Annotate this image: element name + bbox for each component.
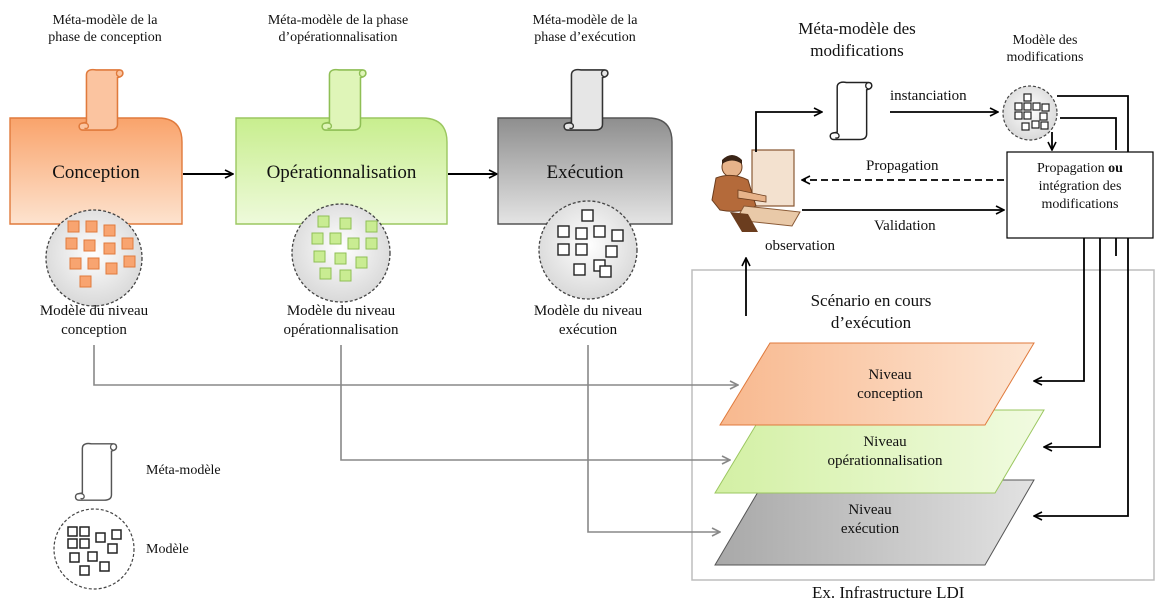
box-line3: modifications: [1041, 197, 1119, 212]
label-infrastructure: Ex. Infrastructure LDI: [812, 583, 965, 602]
arrow-model-operationnalisation-to-level: [340, 345, 730, 460]
phase-operationnalisation: [235, 68, 448, 303]
label-modele-execution: Modèle du niveau exécution: [533, 303, 643, 338]
label-meta-modifications: Méta-modèle des modifications: [798, 19, 916, 60]
label-meta-conception: Méta-modèle de la phase de conception: [48, 13, 162, 45]
line-box-to-operationnalisation: [1044, 238, 1101, 447]
phase-conception: [9, 68, 183, 307]
label-modele-modifications: Modèle des modifications: [1006, 33, 1084, 65]
label-observation: observation: [765, 238, 835, 254]
legend-model-icon: [53, 508, 135, 590]
line-model-mid: [1060, 117, 1117, 150]
legend-scroll-icon: [74, 442, 118, 502]
phase-execution: [497, 68, 673, 300]
label-propagation: Propagation: [866, 158, 939, 174]
model-circle-icon: [1002, 85, 1058, 141]
legend-modele-label: Modèle: [146, 542, 189, 557]
label-validation: Validation: [874, 218, 936, 234]
phase-operationnalisation-title: Opérationnalisation: [266, 162, 417, 183]
label-meta-execution: Méta-modèle de la phase d’exécution: [532, 13, 638, 45]
scroll-icon: [829, 81, 873, 141]
line-box-to-conception: [1034, 238, 1085, 381]
label-instanciation: instanciation: [890, 88, 967, 104]
level-conception: [719, 342, 1035, 426]
arrow-person-to-metamodel: [755, 112, 822, 152]
level-operationnalisation-label: Niveau opérationnalisation: [827, 434, 943, 469]
label-scenario: Scénario en cours d’exécution: [810, 291, 932, 332]
line-model-right: [1034, 95, 1129, 516]
scenario-frame: [691, 269, 1155, 581]
box-text: Propagation ou intégration des modificat…: [1007, 160, 1153, 214]
phase-conception-title: Conception: [52, 162, 140, 183]
legend-meta-label: Méta-modèle: [146, 463, 221, 478]
label-modele-operationnalisation: Modèle du niveau opérationnalisation: [283, 303, 399, 338]
label-modele-conception: Modèle du niveau conception: [39, 303, 149, 338]
level-execution-label: Niveau exécution: [840, 502, 900, 537]
box-line1-b: ou: [1108, 161, 1123, 176]
person-computer-icon: [711, 149, 801, 232]
level-conception-label: Niveau conception: [857, 367, 923, 402]
box-line2: intégration des: [1038, 179, 1122, 194]
box-line1-a: Propagation: [1037, 161, 1109, 176]
arrow-model-conception-to-level: [93, 345, 738, 385]
arrow-model-execution-to-level: [587, 345, 720, 532]
phase-execution-title: Exécution: [546, 162, 624, 183]
propagation-integration-box: [1006, 151, 1154, 239]
label-meta-operationnalisation: Méta-modèle de la phase d’opérationnalis…: [267, 13, 409, 45]
